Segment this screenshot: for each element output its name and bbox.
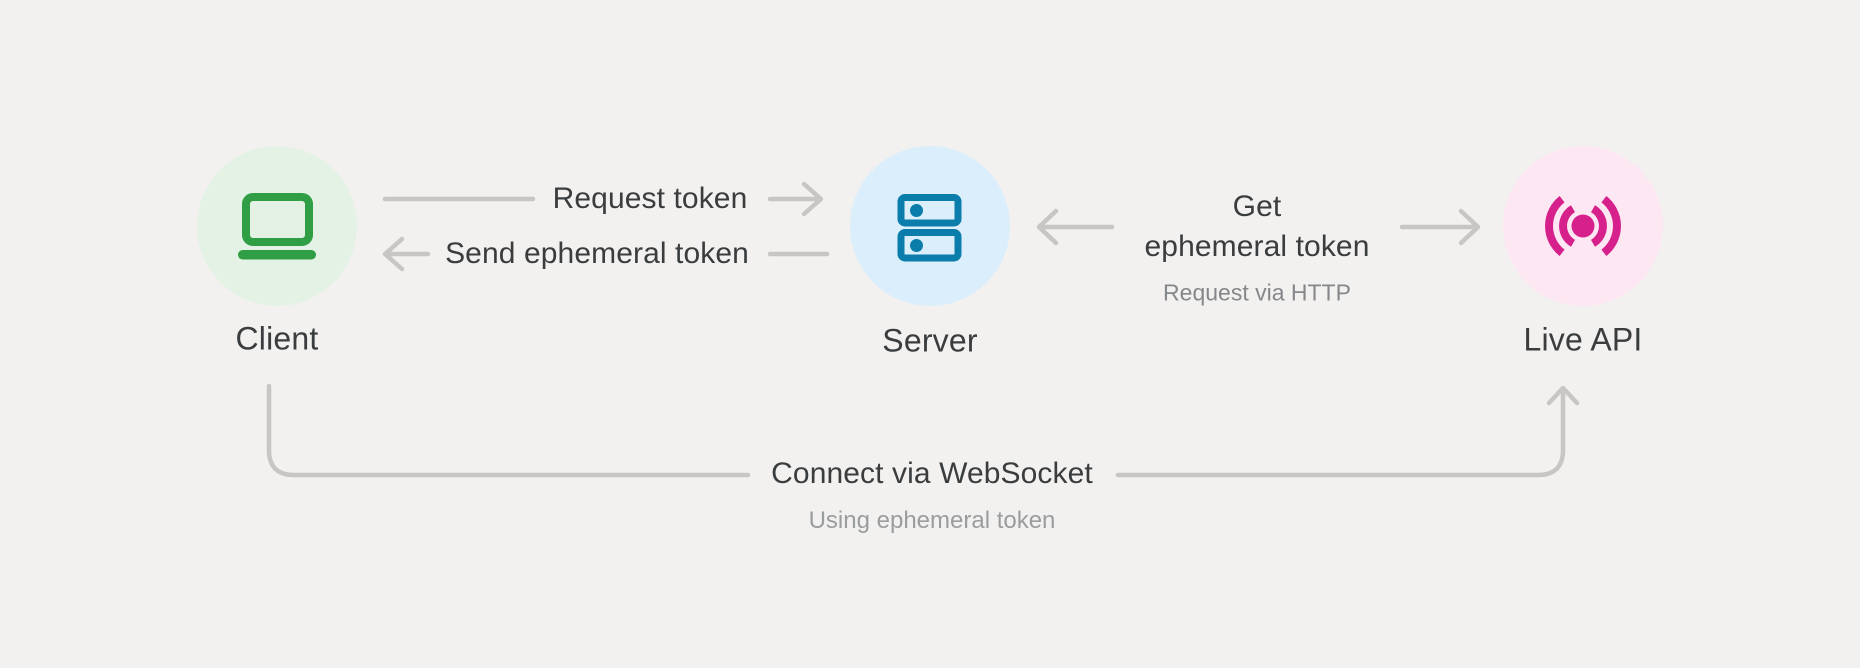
edge-get-ephemeral-token-arrow-left bbox=[1036, 208, 1115, 246]
live-api-node-label: Live API bbox=[1523, 321, 1643, 358]
request-via-http-sublabel: Request via HTTP bbox=[1163, 279, 1351, 306]
get-ephemeral-token-edge-label: Get ephemeral token bbox=[1145, 187, 1370, 267]
connector-lines bbox=[266, 181, 1580, 478]
laptop-icon bbox=[238, 193, 316, 260]
client-node-label: Client bbox=[235, 320, 319, 357]
server-node-label: Server bbox=[882, 322, 978, 359]
edge-send-ephemeral-token-arrow-left bbox=[382, 236, 431, 272]
get-ephemeral-token-edge-label-line1: Get bbox=[1232, 190, 1282, 223]
client-node-circle bbox=[197, 146, 357, 306]
send-ephemeral-token-edge-label: Send ephemeral token bbox=[445, 237, 749, 270]
connect-websocket-edge-label: Connect via WebSocket bbox=[771, 457, 1093, 490]
request-token-edge-label: Request token bbox=[552, 182, 748, 215]
edge-request-token-arrow-right bbox=[767, 181, 824, 217]
edge-get-ephemeral-token-arrow-right bbox=[1399, 208, 1481, 246]
get-ephemeral-token-edge-label-line2: ephemeral token bbox=[1144, 230, 1370, 263]
using-ephemeral-token-sublabel: Using ephemeral token bbox=[808, 507, 1056, 534]
broadcast-icon bbox=[1545, 196, 1621, 256]
edge-websocket-path-right-arrow-up bbox=[1115, 385, 1580, 478]
server-icon bbox=[897, 194, 962, 262]
edge-websocket-path-left bbox=[266, 383, 751, 478]
